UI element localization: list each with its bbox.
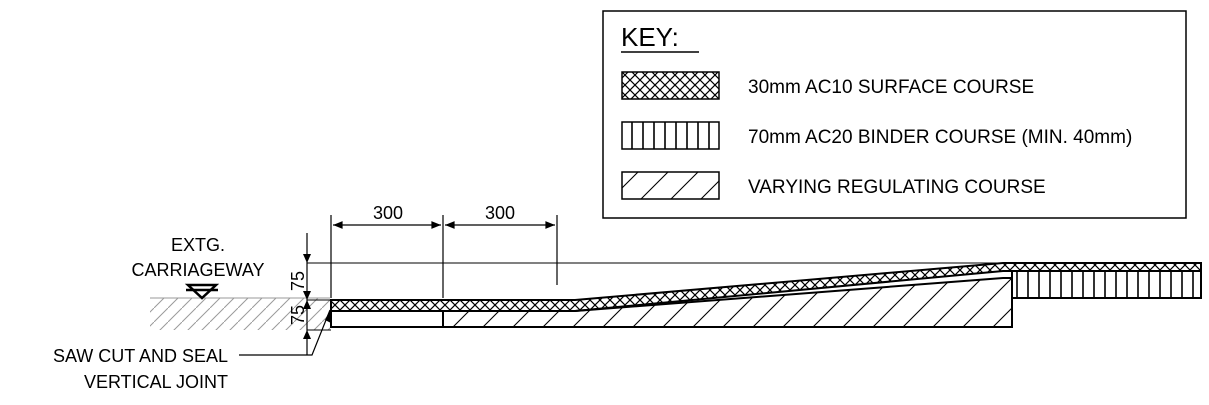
dim-arrow-bottom: [303, 330, 311, 339]
existing-carriageway-label-line1: EXTG.: [171, 235, 225, 255]
surface-course-label: 30mm AC10 SURFACE COURSE: [748, 77, 1034, 98]
sawcut-leader-arrow: [325, 310, 331, 323]
key-title: KEY:: [621, 22, 679, 52]
dim-arrow-top: [303, 254, 311, 263]
sawcut-label-line2: VERTICAL JOINT: [84, 372, 228, 392]
key-legend: KEY: 30mm AC10 SURFACE COURSE 70mm AC20 …: [602, 10, 1187, 219]
pavement-layers: [330, 262, 1202, 328]
existing-carriageway-label-line2: CARRIAGEWAY: [131, 260, 264, 280]
dim-label-300-second: 300: [485, 203, 515, 223]
dim-label-75-lower: 75: [288, 305, 308, 325]
regulating-course-label: VARYING REGULATING COURSE: [748, 177, 1046, 198]
dim-arrow-mid-lower: [303, 300, 311, 309]
sawcut-label-line1: SAW CUT AND SEAL: [53, 346, 228, 366]
annotations: EXTG. CARRIAGEWAY SAW CUT AND SEAL VERTI…: [53, 235, 331, 392]
dim-arrow-mid-upper: [303, 291, 311, 300]
ground-hatch: [150, 298, 330, 330]
sawcut-leader-line: [239, 309, 331, 356]
dim-label-300-first: 300: [373, 203, 403, 223]
existing-base-section: [330, 310, 444, 328]
binder-course-section: [1011, 270, 1202, 299]
surface-course-swatch: [621, 71, 720, 100]
surface-course-section: [330, 262, 1202, 312]
binder-course-label: 70mm AC20 BINDER COURSE (MIN. 40mm): [748, 127, 1132, 148]
level-marker-icon: [184, 283, 220, 300]
dimension-lines: 300 300 75 75: [288, 203, 1003, 355]
regulating-course-swatch: [621, 171, 720, 200]
binder-course-swatch: [621, 121, 720, 150]
dim-label-75-upper: 75: [288, 271, 308, 291]
existing-ground: [150, 297, 330, 330]
